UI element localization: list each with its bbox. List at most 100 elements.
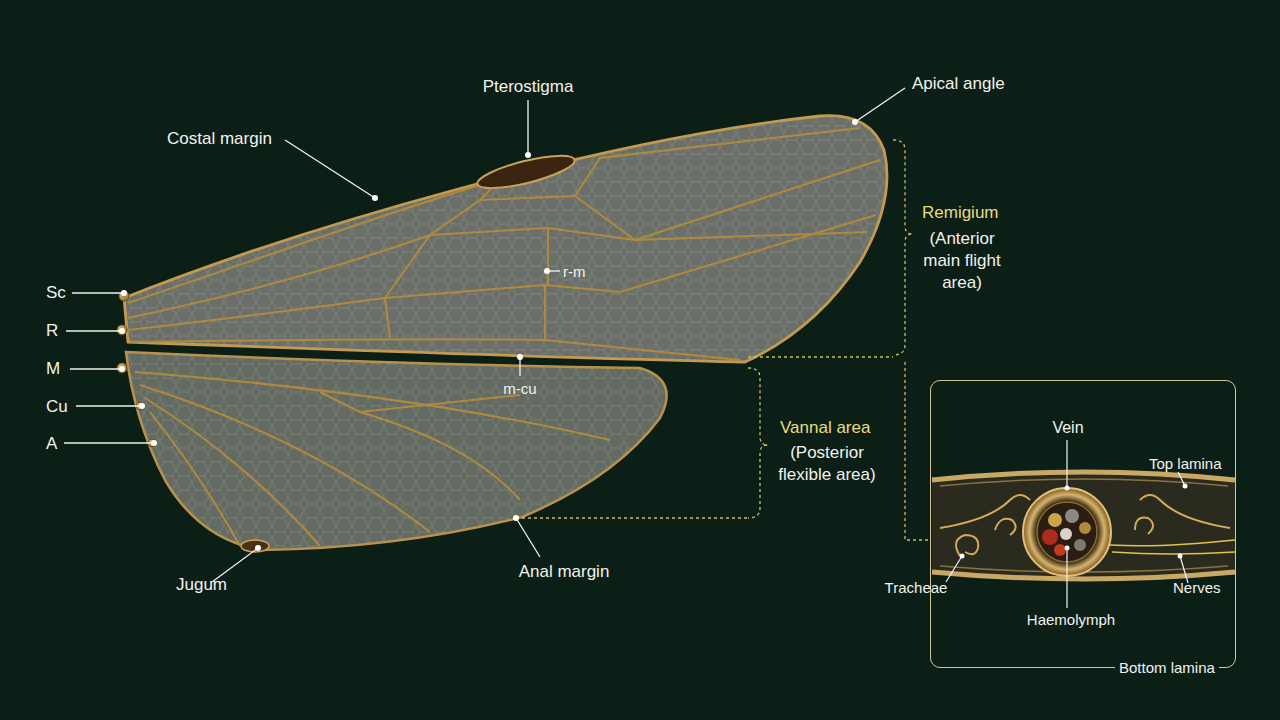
cell <box>1042 529 1058 545</box>
trachea <box>1135 518 1153 535</box>
vein <box>130 339 740 360</box>
part-name: Apical angle <box>912 73 1005 95</box>
vein <box>360 412 520 500</box>
leader-line <box>76 405 142 406</box>
cell <box>1074 539 1086 551</box>
region-note: (Posterior flexible area) <box>764 442 890 486</box>
vein <box>128 215 876 330</box>
leader-line <box>855 88 905 122</box>
leader-line <box>527 100 528 155</box>
vein-name: Sc <box>46 282 66 304</box>
wing-outline <box>126 352 667 550</box>
dashed-guide <box>522 517 748 518</box>
leader-line <box>72 292 124 293</box>
wing-veins <box>128 128 880 360</box>
inset-label: Nerves <box>1173 577 1221 599</box>
inset-box: VeinTop laminaTracheaeHaemolymphNervesBo… <box>930 380 1236 668</box>
inset-label: Top lamina <box>1149 453 1222 475</box>
cell <box>1079 522 1091 534</box>
leader-dot <box>1178 554 1183 559</box>
leader-line <box>1180 556 1188 583</box>
nerve <box>1112 552 1235 554</box>
leader-dot <box>513 515 519 521</box>
cell <box>1048 513 1062 527</box>
wing-veins <box>135 372 610 546</box>
part-name: Anal margin <box>519 561 610 583</box>
leader-dot <box>139 403 145 409</box>
leader-dot <box>255 545 261 551</box>
nerve-fibres <box>1110 540 1235 554</box>
vein-name: A <box>46 433 57 455</box>
base-joint <box>117 363 127 373</box>
leader-dot <box>119 328 125 334</box>
cross-vein-name: m-cu <box>503 378 536 400</box>
hind-wing <box>126 352 667 552</box>
leader-dots <box>119 119 858 551</box>
wing-outline <box>124 116 887 362</box>
fore-wing <box>124 116 887 362</box>
leader-line <box>64 442 154 443</box>
base-joint <box>117 325 127 335</box>
pterostigma-spot <box>475 149 577 195</box>
part-name: Costal margin <box>167 128 272 150</box>
leader-dot <box>1065 486 1070 491</box>
trachea <box>940 495 1030 528</box>
region-note: (Anterior main flight area) <box>912 228 1012 294</box>
vannal-bracket <box>748 368 768 518</box>
leader-line <box>285 140 375 198</box>
leader-lines <box>64 88 905 582</box>
dashed-guide <box>905 362 928 540</box>
nerve <box>1110 540 1235 546</box>
vein <box>150 412 240 546</box>
inset-label: Haemolymph <box>1027 609 1115 631</box>
leader-dot <box>121 290 127 296</box>
cross-vein <box>430 228 548 285</box>
cross-vein <box>544 285 546 340</box>
vein <box>575 128 860 196</box>
leader-dot <box>119 366 125 372</box>
leader-line <box>70 368 122 369</box>
leader-dot <box>1183 484 1188 489</box>
vein <box>128 185 480 303</box>
part-name: Pterostigma <box>483 76 574 98</box>
trachea <box>995 519 1016 535</box>
cross-vein <box>320 392 520 412</box>
part-name: Jugum <box>176 574 227 596</box>
wing-membrane <box>126 352 667 550</box>
vein <box>145 398 320 546</box>
vein-name: M <box>46 358 60 380</box>
cross-vein <box>385 235 430 298</box>
cell <box>1054 544 1066 556</box>
leader-line <box>66 330 122 331</box>
inset-label: Vein <box>1052 417 1083 439</box>
cell <box>1060 528 1072 540</box>
vein <box>635 160 880 240</box>
haemolymph-cells <box>1042 509 1091 556</box>
dashed-guide <box>748 356 893 357</box>
leader-dot <box>960 554 965 559</box>
leader-line <box>1066 548 1067 608</box>
inset-label: Tracheae <box>885 577 948 599</box>
leader-line <box>1066 440 1067 488</box>
inset-label: Bottom lamina <box>1115 657 1219 679</box>
vein <box>128 196 868 318</box>
cross-vein <box>548 228 635 240</box>
inset-leader-dots <box>960 484 1188 559</box>
leader-dot <box>525 152 531 158</box>
leader-dot <box>372 195 378 201</box>
leader-dot <box>1065 546 1070 551</box>
trachea <box>956 535 978 556</box>
vein <box>135 372 610 440</box>
remigium-bracket <box>893 140 913 355</box>
lamina-body <box>932 472 1235 579</box>
leader-dot <box>517 354 523 360</box>
region-name: Remigium <box>922 202 999 224</box>
cross-vein-name: r-m <box>563 261 586 283</box>
wing-base <box>117 291 156 447</box>
vein-name: Cu <box>46 396 68 418</box>
leader-dot <box>151 440 157 446</box>
cross-vein <box>385 298 390 338</box>
leader-line <box>946 556 962 582</box>
leader-dot <box>852 119 858 125</box>
